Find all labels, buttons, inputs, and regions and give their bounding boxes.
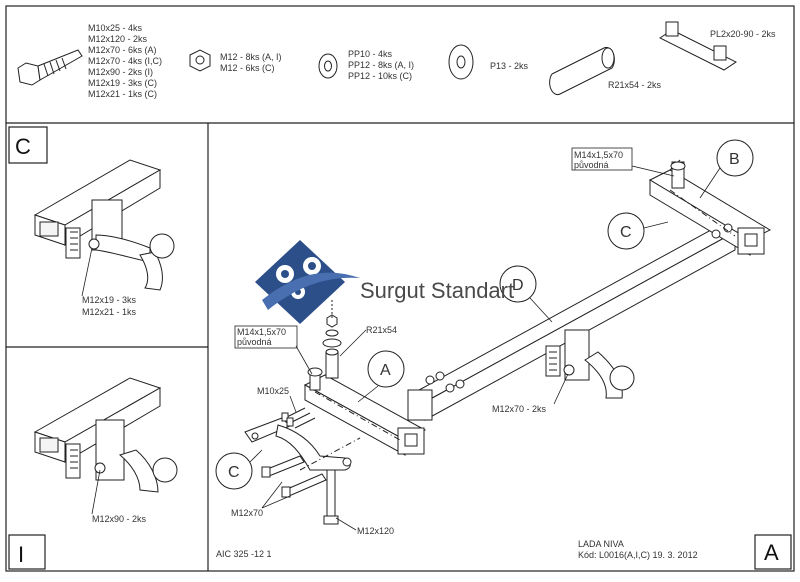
- callout-a: A: [357, 350, 405, 403]
- panel-c-letter: C: [15, 134, 31, 159]
- bolt-drawing: [17, 49, 83, 86]
- nut-drawing: [189, 49, 211, 72]
- svg-text:B: B: [729, 151, 740, 168]
- washer-item: PP12 - 10ks (C): [348, 71, 412, 81]
- panel-c-drawing: [33, 159, 175, 291]
- bolt-list: M10x25 - 4ks M12x120 - 2ks M12x70 - 6ks …: [88, 23, 162, 99]
- watermark-logo: [255, 240, 360, 324]
- leader-line: [81, 247, 93, 297]
- bolt-m12x70-group: [261, 455, 327, 498]
- panel-i-label: M12x90 - 2ks: [92, 514, 147, 524]
- bolt-m12x120: [323, 469, 339, 525]
- svg-text:M12x70 - 2ks: M12x70 - 2ks: [492, 404, 547, 414]
- callout-b: B: [699, 139, 754, 199]
- panel-c-labels: M12x19 - 3ks M12x21 - 1ks: [81, 247, 137, 317]
- m12x70-bottom-label: M12x70: [231, 481, 291, 518]
- nut-item: M12 - 6ks (C): [220, 63, 275, 73]
- bolt-item: M12x19 - 3ks (C): [88, 78, 157, 88]
- svg-text:D: D: [512, 277, 524, 294]
- view-letter: A: [764, 540, 779, 565]
- washer-item: PP12 - 8ks (A, I): [348, 60, 414, 70]
- callout-d: D: [499, 265, 553, 323]
- svg-text:M14x1,5x70: M14x1,5x70: [237, 327, 286, 337]
- svg-text:M12x120: M12x120: [357, 526, 394, 536]
- orig-bolt-label-right: M14x1,5x70 původná: [571, 147, 675, 177]
- plate-drawing: [659, 21, 737, 71]
- bolt-item: M12x90 - 2ks (I): [88, 67, 153, 77]
- svg-text:M10x25: M10x25: [257, 386, 289, 396]
- vehicle-name: LADA NIVA: [578, 539, 624, 549]
- leader-line: [91, 469, 101, 515]
- bolt-item: M10x25 - 4ks: [88, 23, 143, 33]
- bolt-m10-group: [281, 407, 316, 429]
- m12x120-label: M12x120: [335, 517, 394, 536]
- bolt-item: M12x120 - 2ks: [88, 34, 148, 44]
- callout-c-right: C: [607, 212, 669, 250]
- spacer-drawing: [549, 46, 615, 96]
- svg-text:původná: původná: [574, 160, 609, 170]
- r21-label: R21x54: [339, 325, 397, 357]
- svg-text:původná: původná: [237, 337, 272, 347]
- orig-bolt-label-left: M14x1,5x70 původná: [234, 325, 313, 375]
- m12x70-ball-label: M12x70 - 2ks: [492, 373, 569, 414]
- bolt-item: M12x70 - 4ks (I,C): [88, 56, 162, 66]
- hardware-stack: [322, 300, 342, 379]
- m10-label: M10x25: [257, 386, 297, 413]
- washer-p13-label: P13 - 2ks: [490, 61, 529, 71]
- plate-label: PL2x20-90 - 2ks: [710, 29, 776, 39]
- svg-text:M14x1,5x70: M14x1,5x70: [574, 150, 623, 160]
- svg-text:C: C: [620, 224, 632, 241]
- bolt-item: M12x70 - 6ks (A): [88, 45, 157, 55]
- watermark-text: Surgut Standart: [360, 278, 514, 303]
- main-drawing: [244, 159, 772, 525]
- washer-item: PP10 - 4ks: [348, 49, 393, 59]
- washer-drawing: [318, 53, 338, 79]
- svg-text:A: A: [380, 362, 391, 379]
- panel-i-drawing: [33, 377, 178, 493]
- panel-c-label: M12x21 - 1ks: [82, 307, 137, 317]
- svg-text:M12x70: M12x70: [231, 508, 263, 518]
- panel-i-letter: I: [18, 542, 24, 567]
- bolt-item: M12x21 - 1ks (C): [88, 89, 157, 99]
- spacer-label: R21x54 - 2ks: [608, 80, 662, 90]
- callout-c-left: C: [215, 449, 263, 490]
- doc-number: AIC 325 -12 1: [216, 549, 272, 559]
- washer-list: PP10 - 4ks PP12 - 8ks (A, I) PP12 - 10ks…: [348, 49, 414, 81]
- svg-text:C: C: [228, 464, 240, 481]
- part-code: Kód: L0016(A,I,C) 19. 3. 2012: [578, 550, 698, 560]
- nut-list: M12 - 8ks (A, I) M12 - 6ks (C): [220, 52, 282, 73]
- nut-item: M12 - 8ks (A, I): [220, 52, 282, 62]
- drawing-frame: [5, 5, 795, 572]
- washer-p13-drawing: [448, 44, 474, 80]
- panel-c-label: M12x19 - 3ks: [82, 295, 137, 305]
- svg-text:R21x54: R21x54: [366, 325, 397, 335]
